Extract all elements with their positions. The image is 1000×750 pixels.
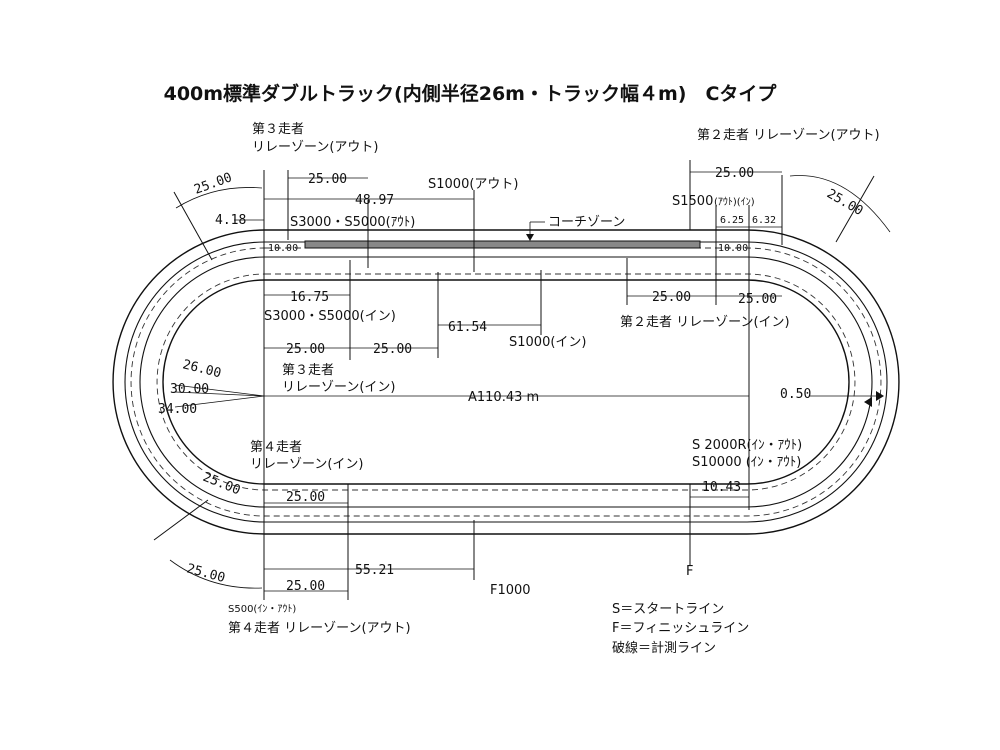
runner4-in-label: 第４走者 (250, 440, 302, 455)
dim-10-43: 10.43 (702, 480, 741, 495)
middle-lane-line (139, 256, 873, 508)
dim-25-e: 25.00 (738, 292, 777, 307)
outer-track-edge (112, 229, 900, 535)
dim-61-54: 61.54 (448, 320, 487, 335)
dim-25-top-right: 25.00 (715, 166, 754, 181)
s1000-in-label: S1000(イン) (509, 335, 586, 350)
dim-48-97: 48.97 (355, 193, 394, 208)
dim-25-g: 25.00 (286, 579, 325, 594)
dim-6-25: 6.25 (720, 215, 744, 226)
dim-55-21: 55.21 (355, 563, 394, 578)
dim-25-c: 25.00 (373, 342, 412, 357)
dim-25-top-left: 25.00 (192, 170, 234, 197)
zone-labels: 第３走者 リレーゾーン(アウト) 第２走者 リレーゾーン(アウト) S1000(… (228, 122, 880, 636)
outer-measure-line (130, 247, 882, 517)
runner3-out-zone: リレーゾーン(アウト) (252, 140, 379, 155)
dim-r26: 26.00 (181, 357, 223, 381)
dim-0-50: 0.50 (780, 387, 811, 402)
a-length-label: A110.43 m (468, 390, 539, 405)
s1000-out-label: S1000(アウト) (428, 177, 518, 192)
s3000-out-label: S3000・S5000(ｱｳﾄ) (290, 215, 415, 230)
dim-r34: 34.00 (158, 402, 197, 417)
dimension-lines (169, 171, 891, 592)
runner2-in-label: 第２走者 リレーゾーン(イン) (620, 315, 790, 330)
dim-25-arc-bottom: 25.00 (185, 561, 227, 586)
s1500-sub-label: (ｱｳﾄ)(ｲﾝ) (714, 196, 755, 208)
dim-25-b: 25.00 (286, 342, 325, 357)
s2000r-label: S 2000R(ｲﾝ・ｱｳﾄ) (692, 438, 802, 453)
runner3-out-label: 第３走者 (252, 122, 304, 137)
s10000-label: S10000 (ｲﾝ・ｱｳﾄ) (692, 455, 801, 470)
legend: S＝スタートライン F＝フィニッシュライン 破線＝計測ライン (612, 602, 749, 656)
s500-label: S500(ｲﾝ・ｱｳﾄ) (228, 603, 296, 615)
dim-4-18: 4.18 (215, 213, 246, 228)
coach-zone-band (304, 221, 701, 249)
dim-25-f: 25.00 (286, 490, 325, 505)
dim-16-75: 16.75 (290, 290, 329, 305)
coach-zone-label: コーチゾーン (548, 215, 625, 230)
legend-dashed: 破線＝計測ライン (612, 640, 716, 656)
s1500-label: S1500 (672, 194, 713, 209)
legend-finish: F＝フィニッシュライン (612, 621, 749, 636)
runner3-in-zone: リレーゾーン(イン) (282, 380, 396, 395)
outer-lane-line (124, 241, 888, 523)
runner4-out-label: 第４走者 リレーゾーン(アウト) (228, 621, 411, 636)
runner4-in-zone: リレーゾーン(イン) (250, 457, 364, 472)
track-outline (112, 229, 900, 535)
diagram-title: 400m標準ダブルトラック(内側半径26m・トラック幅４m) Cタイプ (164, 82, 778, 105)
runner3-in-label: 第３走者 (282, 363, 334, 378)
dim-25-a: 25.00 (308, 172, 347, 187)
dim-6-32: 6.32 (752, 215, 776, 226)
runner2-out-label: 第２走者 リレーゾーン(アウト) (697, 128, 880, 143)
inner-measure-line (156, 273, 856, 491)
dim-25-d: 25.00 (652, 290, 691, 305)
s3000-in-label: S3000・S5000(イン) (264, 309, 396, 324)
dim-10-left: 10.00 (268, 243, 298, 254)
dim-10-right: 10.00 (718, 243, 748, 254)
dim-r30: 30.00 (170, 382, 209, 397)
inner-track-edge (162, 279, 850, 485)
dim-25-arc-right: 25.00 (824, 186, 865, 219)
finish-label: F (686, 564, 693, 579)
reference-lines (153, 160, 875, 600)
f1000-label: F1000 (490, 583, 531, 598)
legend-start: S＝スタートライン (612, 602, 724, 617)
